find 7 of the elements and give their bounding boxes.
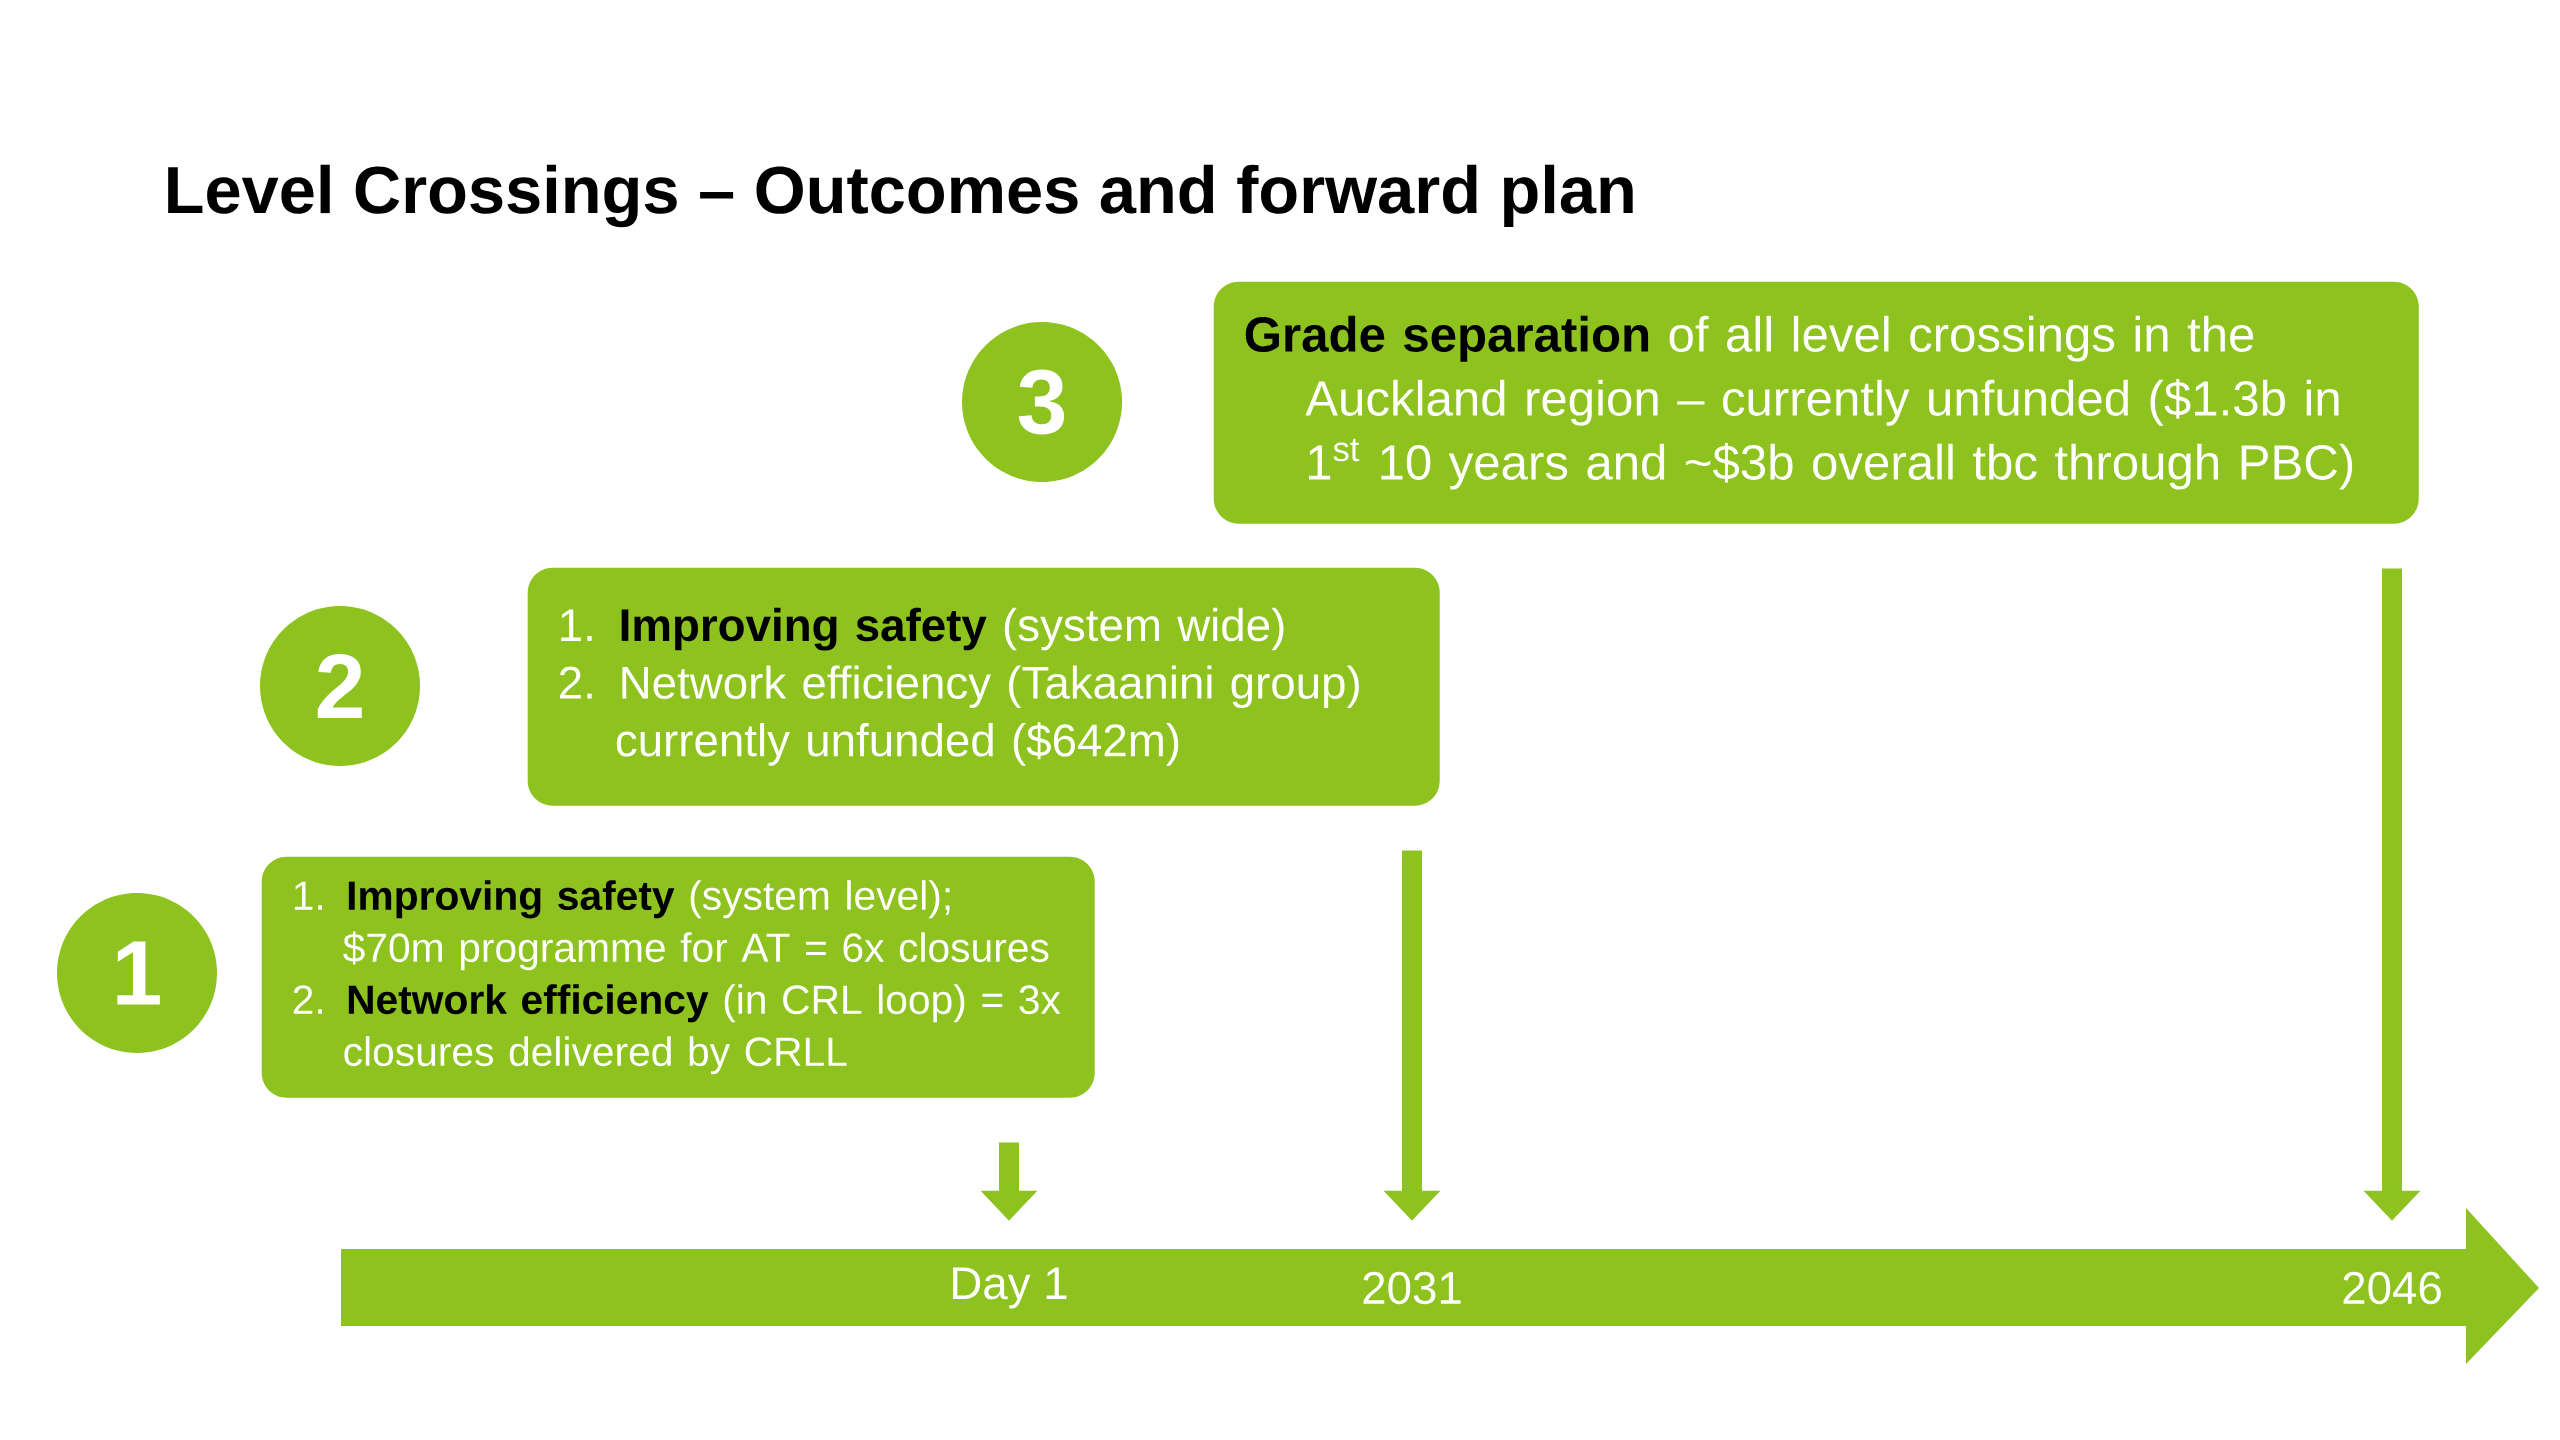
timeline-label: 2031 — [1363, 1271, 1461, 1305]
text-box: Grade separation of all level crossings in the Auckland region – currently unfunded ($1.3b in 1$^{st}$ 10 years and ~$3b overall tbc through PBC) — [1213, 281, 2419, 524]
timeline-label: 2046 — [2343, 1271, 2441, 1305]
timeline-label: Day 1 — [953, 1267, 1067, 1309]
title: Level Crossings – Outcomes and forward plan — [168, 164, 1633, 228]
text-box: 1. Improving safety (system wide) 2. Network efficiency (Takaanini group) currently unfunded ($642m) — [527, 567, 1440, 806]
text-box: 1. Improving safety (system level); $70m programme for AT = 6x closures 2. Network efficiency (in CRL loop) = 3x closures delivered by CRLL — [261, 856, 1095, 1098]
